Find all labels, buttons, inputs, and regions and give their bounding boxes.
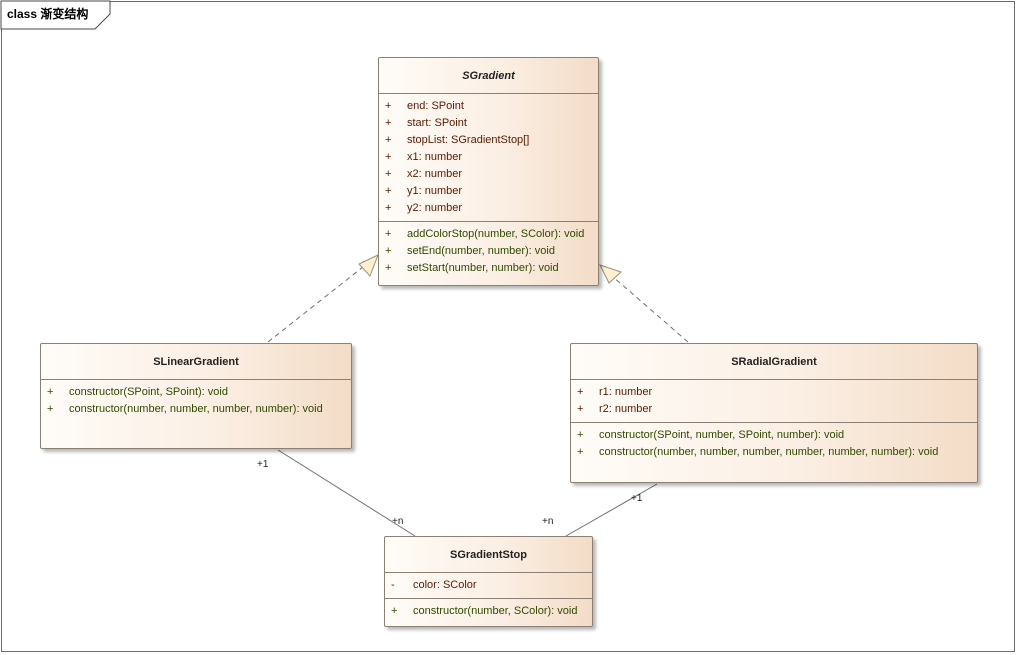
attribute-row[interactable]: +y2: number [385,202,463,214]
class-sgradient-attributes: +end: SPoint +start: SPoint +stopList: S… [379,94,598,222]
multiplicity-radial-stop-end: +n [542,516,554,527]
class-sradialgradient-name: SRadialGradient [571,344,977,380]
multiplicity-linear-end: +1 [257,459,269,470]
attribute-row[interactable]: +end: SPoint [385,100,464,112]
operation-row[interactable]: +constructor(number, number, number, num… [47,403,323,415]
multiplicity-linear-stop-end: +n [392,516,404,527]
class-sradialgradient-operations: +constructor(SPoint, number, SPoint, num… [571,423,977,465]
attribute-row[interactable]: +r1: number [577,386,653,398]
attribute-row[interactable]: +x1: number [385,151,463,163]
attribute-row[interactable]: +x2: number [385,168,463,180]
realization-linear-line [267,262,369,343]
association-linear-stop [277,449,416,537]
operation-row[interactable]: +setEnd(number, number): void [385,245,555,257]
operation-row[interactable]: +addColorStop(number, SColor): void [385,228,585,240]
class-sradialgradient-attributes: +r1: number +r2: number [571,380,977,423]
operation-row[interactable]: +constructor(number, SColor): void [391,605,578,617]
class-sradialgradient[interactable]: SRadialGradient +r1: number +r2: number … [570,343,978,483]
attribute-row[interactable]: +y1: number [385,185,463,197]
class-slineargradient[interactable]: SLinearGradient +constructor(SPoint, SPo… [40,343,352,449]
class-sgradient[interactable]: SGradient +end: SPoint +start: SPoint +s… [378,57,599,286]
class-sgradient-name: SGradient [379,58,598,94]
class-sgradient-operations: +addColorStop(number, SColor): void +set… [379,222,598,281]
association-radial-stop [565,483,658,537]
operation-row[interactable]: +constructor(SPoint, SPoint): void [47,386,228,398]
attribute-row[interactable]: +stopList: SGradientStop[] [385,134,530,146]
attribute-row[interactable]: -color: SColor [391,579,477,591]
class-slineargradient-operations: +constructor(SPoint, SPoint): void +cons… [41,380,351,422]
class-sgradientstop-attributes: -color: SColor [385,573,592,599]
operation-row[interactable]: +setStart(number, number): void [385,262,559,274]
class-sgradientstop-name: SGradientStop [385,537,592,573]
attribute-row[interactable]: +start: SPoint [385,117,467,129]
diagram-title: class 渐变结构 [7,7,89,21]
class-sgradientstop[interactable]: SGradientStop -color: SColor +constructo… [384,536,593,627]
realization-radial-arrowhead [599,264,622,284]
diagram-title-tab [0,0,111,30]
class-sgradientstop-operations: +constructor(number, SColor): void [385,599,592,624]
class-slineargradient-name: SLinearGradient [41,344,351,380]
realization-radial-line [611,275,689,343]
operation-row[interactable]: +constructor(SPoint, number, SPoint, num… [577,429,845,441]
realization-linear-arrowhead [358,254,379,277]
operation-row[interactable]: +constructor(number, number, number, num… [577,446,939,458]
attribute-row[interactable]: +r2: number [577,403,653,415]
multiplicity-radial-end: +1 [631,493,643,504]
